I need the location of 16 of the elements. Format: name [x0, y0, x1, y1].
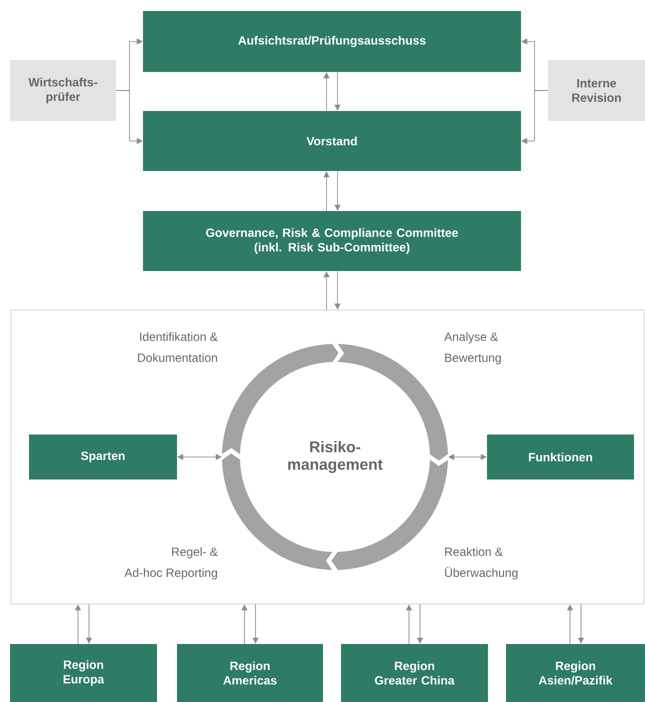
- process-box: Funktionen: [487, 434, 634, 480]
- stage-label: Identifikation & Dokumentation: [138, 332, 218, 362]
- process-box: Region Americas: [177, 644, 323, 702]
- process-box: Region Asien/Pazifik: [506, 644, 645, 702]
- stage-label: Regel- & Ad-hoc Reporting: [124, 547, 218, 580]
- process-box: Vorstand: [143, 111, 521, 171]
- audit-box: Wirtschafts- prüfer: [10, 60, 116, 121]
- process-box: Region Europa: [10, 644, 157, 702]
- stage-label: Reaktion & Überwachung: [445, 547, 518, 580]
- panel-frame: [10, 310, 644, 604]
- node-label: Risiko-: [310, 440, 360, 452]
- process-box: Region Greater China: [341, 644, 488, 702]
- process-box: Governance, Risk & Compliance Committee (inkl. Risk Sub-Committee): [143, 211, 521, 271]
- process-box: Sparten: [29, 434, 177, 480]
- process-box: Aufsichtsrat/Prüfungsausschuss: [143, 11, 521, 72]
- audit-box: Interne Revision: [548, 60, 645, 121]
